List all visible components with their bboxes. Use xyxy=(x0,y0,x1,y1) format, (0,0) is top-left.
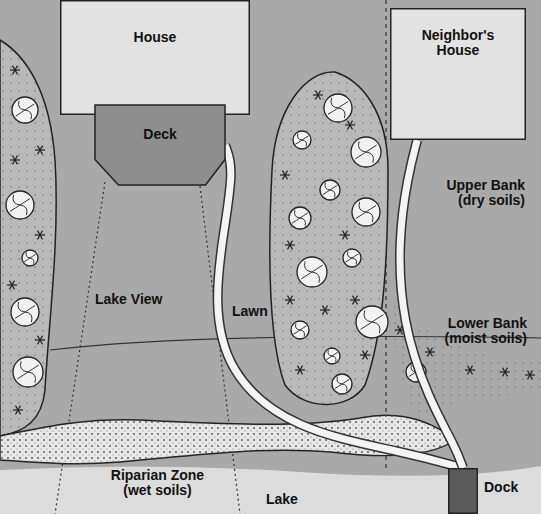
shrub-symbol xyxy=(351,137,381,167)
planting-bed xyxy=(0,40,56,436)
groundcover-symbol xyxy=(345,121,355,130)
node-label: Deck xyxy=(103,127,217,142)
groundcover-symbol xyxy=(13,406,23,415)
groundcover-symbol xyxy=(360,351,370,360)
shrub-symbol xyxy=(293,131,311,149)
planting-texture xyxy=(270,72,388,405)
groundcover-symbol xyxy=(425,348,435,357)
node-outline xyxy=(60,0,250,115)
area-label: Lawn xyxy=(232,304,282,319)
shrub-symbol xyxy=(12,97,38,123)
groundcover-symbol xyxy=(500,368,510,377)
shrub-symbol xyxy=(22,250,38,266)
groundcover-symbol xyxy=(465,366,475,375)
groundcover-symbol xyxy=(295,366,305,375)
dock: Dock xyxy=(448,468,478,514)
shrub-symbol xyxy=(289,207,311,229)
walkway-path xyxy=(218,145,463,468)
groundcover-symbol xyxy=(285,241,295,250)
groundcover-symbol xyxy=(7,281,17,290)
groundcover-symbol xyxy=(35,231,45,240)
planting-bed xyxy=(270,72,388,405)
shrub-symbol xyxy=(324,94,352,122)
house-box: House xyxy=(60,0,250,115)
shrub-symbol xyxy=(356,306,388,338)
shrub-symbol xyxy=(297,257,327,287)
house-box: Neighbor's House xyxy=(390,8,526,140)
shrub-symbol xyxy=(332,374,352,394)
area-label: Lower Bank (moist soils) xyxy=(421,316,527,347)
area-label: Lake View xyxy=(95,292,185,307)
node-outline xyxy=(95,105,225,185)
node-label: Dock xyxy=(484,480,518,495)
area-label: Upper Bank (dry soils) xyxy=(425,178,525,209)
planting-texture xyxy=(0,40,56,436)
node-label: Neighbor's House xyxy=(413,28,503,59)
shrub-symbol xyxy=(291,321,309,339)
shrub-symbol xyxy=(352,198,380,226)
groundcover-symbol xyxy=(313,91,323,100)
groundcover-symbol xyxy=(285,296,295,305)
groundcover-symbol xyxy=(280,171,290,180)
lake-water xyxy=(0,466,541,514)
groundcover-symbol xyxy=(10,66,20,75)
shrub-symbol xyxy=(13,357,43,387)
shrub-symbol xyxy=(11,298,39,326)
area-label: Riparian Zone (wet soils) xyxy=(95,468,220,499)
riparian-zone xyxy=(0,415,455,463)
node-label: House xyxy=(68,30,242,45)
groundcover-symbol xyxy=(525,371,535,380)
deck-shape: Deck xyxy=(95,105,225,185)
groundcover-symbol xyxy=(35,146,45,155)
riparian-texture xyxy=(0,415,455,463)
shrub-symbol xyxy=(6,191,34,219)
groundcover-symbol xyxy=(320,306,330,315)
area-label: Lake xyxy=(266,492,316,507)
groundcover-symbol xyxy=(350,296,360,305)
groundcover-symbol xyxy=(10,156,20,165)
shrub-symbol xyxy=(324,348,340,364)
groundcover-symbol xyxy=(35,336,45,345)
shrub-symbol xyxy=(320,180,340,200)
groundcover-symbol xyxy=(340,231,350,240)
node-outline xyxy=(448,468,478,514)
shrub-symbol xyxy=(343,249,361,267)
